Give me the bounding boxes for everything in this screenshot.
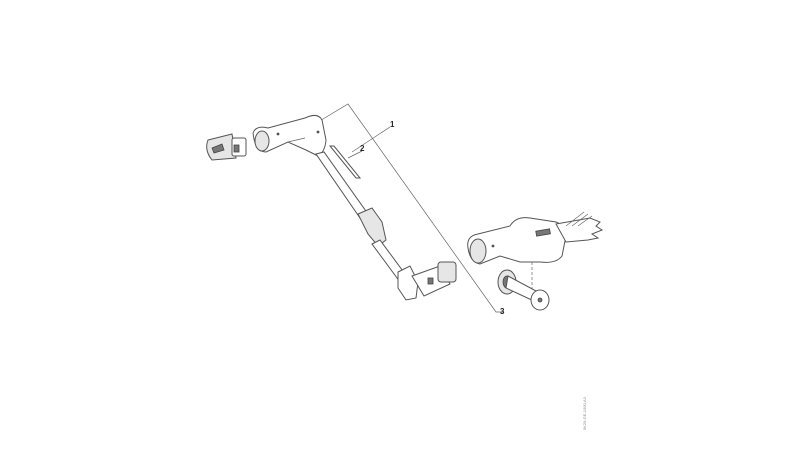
callout-1: 1 <box>390 120 395 129</box>
callout-2-leader <box>347 150 363 159</box>
handle <box>252 114 327 157</box>
angle-joint <box>397 261 457 301</box>
shear-head <box>467 211 604 290</box>
callout-3: 3 <box>500 307 505 316</box>
assembly-bracket-line <box>317 103 503 313</box>
callout-2: 2 <box>360 144 365 153</box>
telescopic-shaft <box>315 151 409 283</box>
part-2-strip <box>328 145 362 179</box>
callout-1-leader <box>351 126 391 153</box>
part-3-spool <box>497 269 550 311</box>
battery-cap <box>206 133 247 161</box>
drawing-code: 9K29-GE-1000-A3 <box>582 396 587 430</box>
